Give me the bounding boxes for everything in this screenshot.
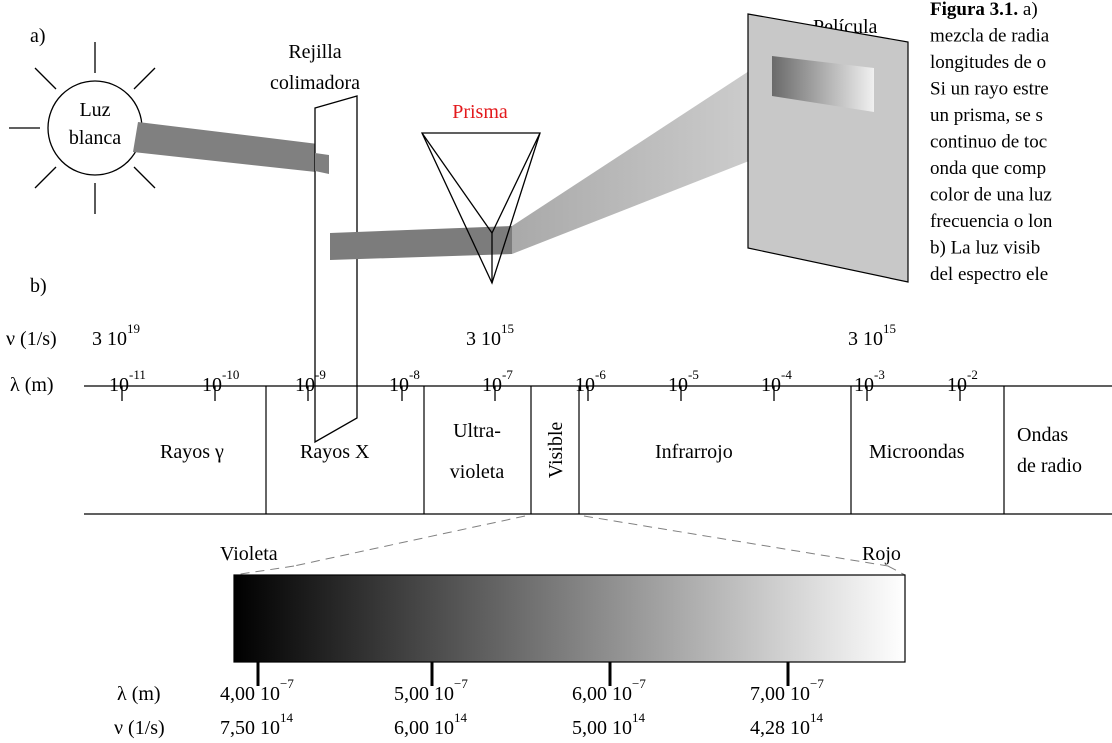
lambda-tick-label: 10-6 <box>575 367 606 396</box>
light-beam-behind-grating <box>315 153 329 174</box>
lambda-tick-label: 10-2 <box>947 367 978 396</box>
caption-line: frecuencia o lon <box>930 211 1053 232</box>
visible-nu-label: ν (1/s) <box>114 717 165 739</box>
spectrum-band <box>84 385 1112 515</box>
caption-line: longitudes de o <box>930 52 1046 73</box>
nu-tick-label: 3 1019 <box>92 321 140 350</box>
lambda-tick-label: 10-7 <box>482 367 513 396</box>
caption-line: color de una luz <box>930 185 1052 206</box>
visible-lambda-label: λ (m) <box>117 683 161 705</box>
visible-spectrum-stripes <box>239 576 895 661</box>
region-visible: Visible <box>545 422 567 479</box>
film-screen <box>747 13 909 283</box>
visible-ticks: 4,00 10−7 7,50 1014 5,00 10−7 6,00 1014 6,00… <box>220 662 824 739</box>
grating-label-line2: colimadora <box>270 72 360 94</box>
lambda-tick-label: 10-5 <box>668 367 699 396</box>
prism <box>420 132 541 285</box>
lambda-tick-label: 10-10 <box>202 367 239 396</box>
region-uv-line1: Ultra- <box>453 420 501 442</box>
visible-nu-tick: 7,50 1014 <box>220 710 294 739</box>
caption-line: Si un rayo estre <box>930 79 1049 100</box>
svg-text:3 1015: 3 1015 <box>848 321 896 350</box>
lambda-tick-marks <box>121 386 961 401</box>
lambda-tick-label: 10-3 <box>854 367 885 396</box>
collimating-grating <box>314 95 358 444</box>
figure-caption: Figura 3.1. a) mezcla de radia longitudes … <box>930 0 1053 285</box>
nu-tick-label: 3 1015 <box>848 321 896 350</box>
region-radio-line2: de radio <box>1017 455 1082 477</box>
nu-axis-label: ν (1/s) <box>6 328 57 350</box>
zoom-guide-lines <box>233 515 906 576</box>
sun-label-line2: blanca <box>69 127 121 149</box>
red-end-label: Rojo <box>862 543 901 565</box>
visible-lambda-tick: 5,00 10−7 <box>394 676 468 705</box>
region-uv-line2: violeta <box>450 461 505 483</box>
visible-nu-tick: 4,28 1014 <box>750 710 824 739</box>
svg-text:3 1015: 3 1015 <box>466 321 514 350</box>
lambda-tick-labels: 10-11 10-10 10-9 10-8 10-7 10-6 10-5 10-4 10-3 10… <box>109 367 978 396</box>
lambda-tick-label: 10-8 <box>389 367 420 396</box>
film-spectrum-patch <box>772 56 874 112</box>
grating-label-line1: Rejilla <box>288 41 341 63</box>
lambda-tick-label: 10-9 <box>295 367 326 396</box>
caption-line: onda que comp <box>930 158 1046 179</box>
caption-line: del espectro ele <box>930 264 1048 285</box>
prism-label: Prisma <box>452 101 508 123</box>
region-xray: Rayos X <box>300 441 370 463</box>
light-beam-incident <box>133 122 318 172</box>
svg-text:3 1019: 3 1019 <box>92 321 140 350</box>
caption-line: Figura 3.1. a) <box>930 0 1038 20</box>
violet-end-label: Violeta <box>220 543 278 565</box>
light-beam-collimated <box>330 226 512 260</box>
region-radio-line1: Ondas <box>1017 424 1068 446</box>
lambda-axis-label: λ (m) <box>10 374 54 396</box>
nu-tick-label: 3 1015 <box>466 321 514 350</box>
visible-lambda-tick: 7,00 10−7 <box>750 676 824 705</box>
sun-label-line1: Luz <box>79 99 110 121</box>
lambda-tick-label: 10-11 <box>109 367 146 396</box>
caption-line: b) La luz visib <box>930 238 1040 259</box>
region-gamma: Rayos γ <box>160 441 224 463</box>
caption-line: continuo de toc <box>930 132 1047 153</box>
lambda-tick-label: 10-4 <box>761 367 792 396</box>
visible-lambda-tick: 6,00 10−7 <box>572 676 646 705</box>
caption-line: un prisma, se s <box>930 105 1043 126</box>
visible-nu-tick: 5,00 1014 <box>572 710 646 739</box>
visible-nu-tick: 6,00 1014 <box>394 710 468 739</box>
region-infrared: Infrarrojo <box>655 441 733 463</box>
part-a-label: a) <box>30 25 46 47</box>
region-microwave: Microondas <box>869 441 965 463</box>
caption-line: mezcla de radia <box>930 26 1050 47</box>
visible-lambda-tick: 4,00 10−7 <box>220 676 294 705</box>
visible-spectrum-bar <box>233 574 906 663</box>
part-b-label: b) <box>30 275 47 297</box>
